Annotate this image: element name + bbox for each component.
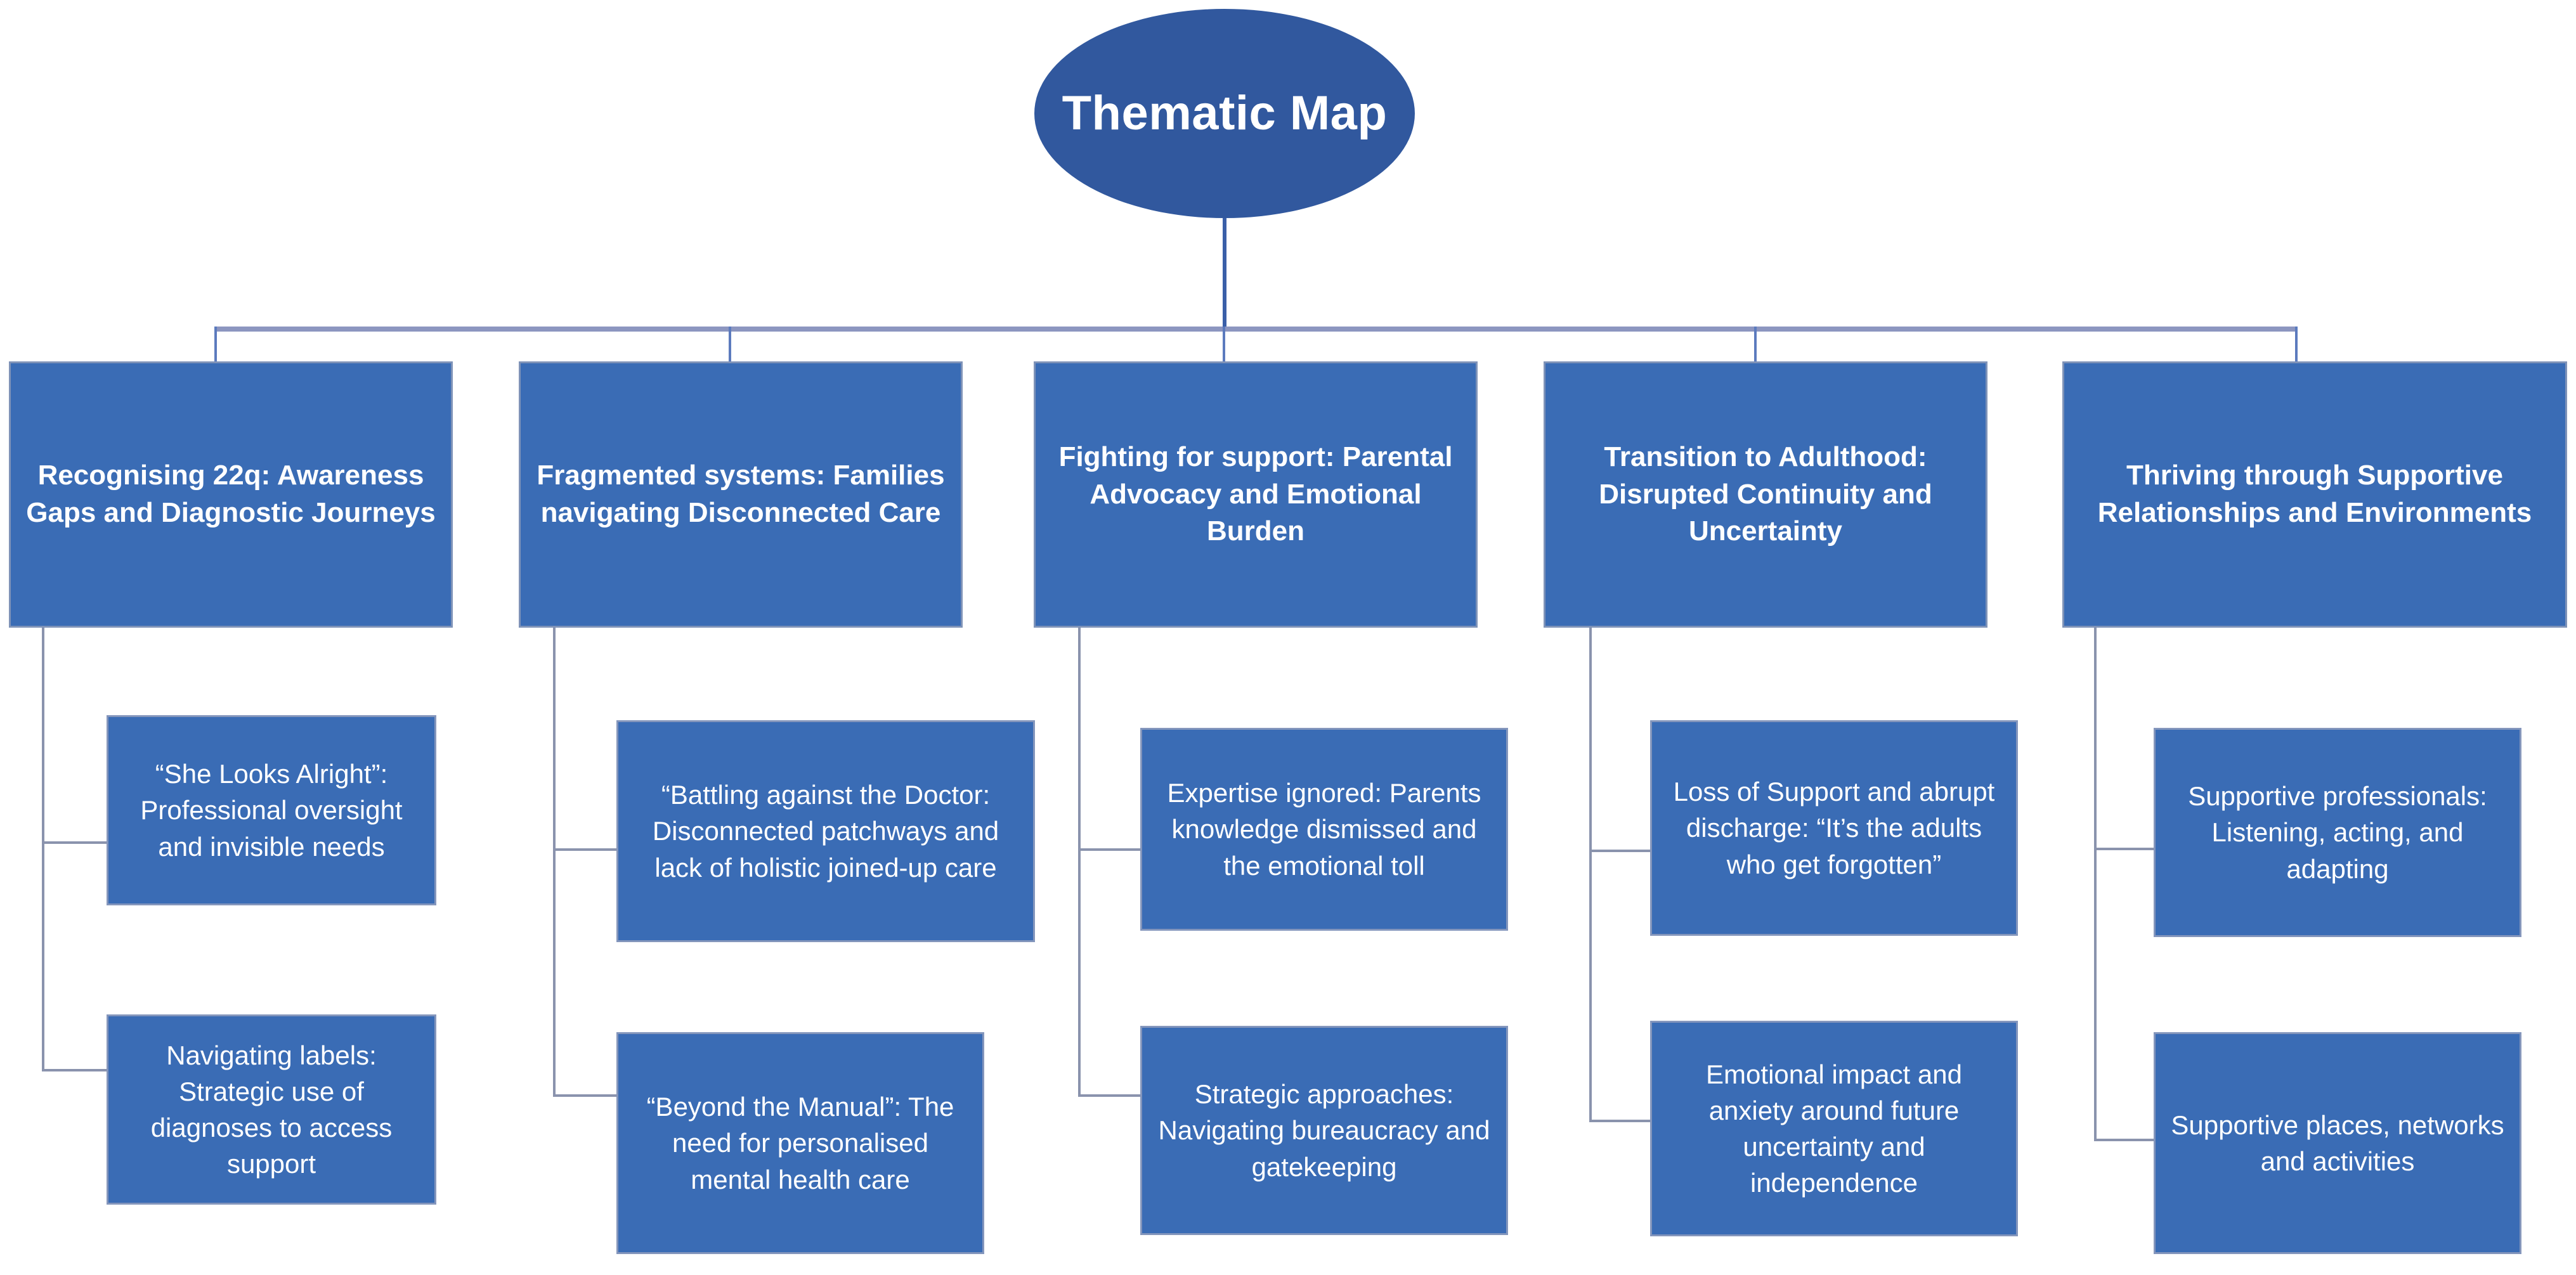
theme-label-3: Fighting for support: Parental Advocacy …: [1058, 441, 1453, 547]
theme-box-3[interactable]: Fighting for support: Parental Advocacy …: [1034, 361, 1478, 628]
subtheme-box-3-1[interactable]: Expertise ignored: Parents knowledge dis…: [1140, 728, 1508, 931]
connector-drop-theme-2: [729, 327, 731, 363]
connector-root-stem: [1223, 218, 1226, 330]
root-node-thematic-map: Thematic Map: [1034, 9, 1415, 218]
theme-label-1: Recognising 22q: Awareness Gaps and Diag…: [26, 460, 436, 528]
subtheme-box-2-1[interactable]: “Battling against the Doctor: Disconnect…: [616, 720, 1035, 942]
theme-label-4: Transition to Adulthood: Disrupted Conti…: [1599, 441, 1932, 547]
connector-branch-subtheme-2-2: [553, 1094, 618, 1097]
subtheme-label-2-1: “Battling against the Doctor: Disconnect…: [652, 780, 999, 883]
connector-root-bus: [214, 327, 2298, 332]
subtheme-label-3-2: Strategic approaches: Navigating bureauc…: [1158, 1079, 1490, 1182]
subtheme-box-1-2[interactable]: Navigating labels: Strategic use of diag…: [107, 1014, 436, 1205]
subtheme-label-1-2: Navigating labels: Strategic use of diag…: [150, 1040, 393, 1179]
connector-branch-subtheme-5-1: [2094, 848, 2155, 850]
connector-spine-theme-5: [2094, 628, 2097, 1141]
connector-spine-theme-4: [1589, 628, 1592, 1122]
connector-branch-subtheme-4-1: [1589, 850, 1651, 852]
connector-drop-theme-4: [1754, 327, 1757, 363]
connector-branch-subtheme-3-2: [1078, 1094, 1142, 1097]
connector-spine-theme-1: [42, 628, 44, 1071]
connector-branch-subtheme-4-2: [1589, 1120, 1651, 1122]
subtheme-label-1-1: “She Looks Alright”: Professional oversi…: [140, 759, 403, 862]
subtheme-box-2-2[interactable]: “Beyond the Manual”: The need for person…: [616, 1032, 984, 1254]
subtheme-box-1-1[interactable]: “She Looks Alright”: Professional oversi…: [107, 715, 436, 905]
connector-branch-subtheme-3-1: [1078, 848, 1142, 851]
theme-label-5: Thriving through Supportive Relationship…: [2097, 460, 2532, 528]
subtheme-box-3-2[interactable]: Strategic approaches: Navigating bureauc…: [1140, 1026, 1508, 1235]
connector-branch-subtheme-2-1: [553, 848, 618, 851]
theme-box-1[interactable]: Recognising 22q: Awareness Gaps and Diag…: [9, 361, 453, 628]
subtheme-label-5-2: Supportive places, networks and activiti…: [2171, 1110, 2504, 1176]
subtheme-label-3-1: Expertise ignored: Parents knowledge dis…: [1167, 778, 1481, 881]
connector-spine-theme-2: [553, 628, 556, 1097]
connector-branch-subtheme-5-2: [2094, 1139, 2155, 1141]
theme-box-2[interactable]: Fragmented systems: Families navigating …: [519, 361, 963, 628]
connector-drop-theme-3: [1223, 327, 1225, 363]
subtheme-box-4-1[interactable]: Loss of Support and abrupt discharge: “I…: [1650, 720, 2018, 936]
theme-box-4[interactable]: Transition to Adulthood: Disrupted Conti…: [1544, 361, 1987, 628]
theme-label-2: Fragmented systems: Families navigating …: [537, 460, 945, 528]
connector-spine-theme-3: [1078, 628, 1081, 1097]
subtheme-box-5-2[interactable]: Supportive places, networks and activiti…: [2154, 1032, 2521, 1254]
root-node-label: Thematic Map: [1062, 86, 1388, 141]
subtheme-box-5-1[interactable]: Supportive professionals: Listening, act…: [2154, 728, 2521, 937]
connector-drop-theme-5: [2295, 327, 2298, 363]
subtheme-label-4-2: Emotional impact and anxiety around futu…: [1706, 1059, 1962, 1198]
subtheme-box-4-2[interactable]: Emotional impact and anxiety around futu…: [1650, 1021, 2018, 1236]
connector-drop-theme-1: [214, 327, 217, 363]
theme-box-5[interactable]: Thriving through Supportive Relationship…: [2062, 361, 2567, 628]
subtheme-label-4-1: Loss of Support and abrupt discharge: “I…: [1673, 777, 1995, 879]
connector-branch-subtheme-1-2: [42, 1069, 108, 1071]
connector-branch-subtheme-1-1: [42, 841, 108, 844]
subtheme-label-5-1: Supportive professionals: Listening, act…: [2188, 781, 2487, 884]
subtheme-label-2-2: “Beyond the Manual”: The need for person…: [646, 1092, 954, 1194]
